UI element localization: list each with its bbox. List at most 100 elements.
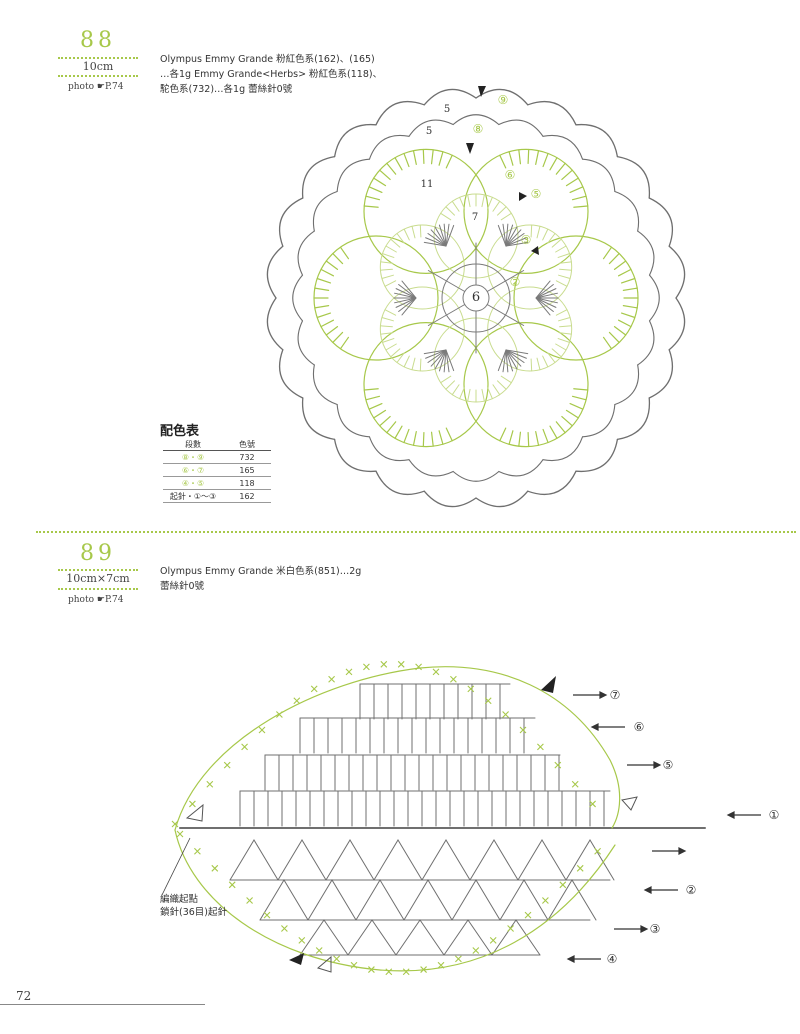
fan-stitch (395, 297, 417, 308)
fan-stitch (425, 237, 447, 247)
chain-loop (637, 320, 655, 366)
fan-stitch (549, 425, 558, 439)
fan-stitch (622, 305, 638, 309)
fan-stitch (394, 292, 417, 299)
fan-stitch (497, 349, 507, 372)
fan-stitch (467, 194, 471, 208)
lattice-chain (307, 879, 357, 921)
fan-stitch (332, 252, 344, 265)
fan-stitch (396, 352, 405, 364)
inner-petal (487, 286, 573, 372)
single-crochet-mark (537, 743, 544, 751)
fan-stitch (602, 336, 613, 350)
pattern-89-size: 10cm×7cm (66, 572, 130, 585)
single-crochet-mark (345, 668, 353, 676)
materials-line: Olympus Emmy Grande 粉紅色系(162)、(165) (160, 54, 375, 65)
fan-stitch (385, 343, 397, 351)
single-crochet-mark (293, 697, 301, 705)
fan-stitch (443, 349, 447, 373)
round-label: ③ (521, 233, 532, 247)
fan-stitch (430, 229, 447, 247)
fan-stitch (535, 284, 554, 299)
single-crochet-mark (589, 800, 596, 808)
single-crochet-mark (484, 697, 492, 705)
chain-loop (581, 403, 616, 438)
fan-stitch (395, 288, 417, 299)
chain-loop (368, 134, 410, 160)
petal-scallop (463, 322, 589, 448)
single-crochet-mark (507, 925, 514, 932)
fan-stitch (411, 357, 416, 371)
fan-stitch (617, 268, 632, 277)
fan-stitch (542, 428, 549, 444)
fan-stitch (438, 224, 447, 247)
fan-stitch (547, 352, 556, 364)
fan-stitch (381, 274, 394, 279)
fan-stitch (561, 169, 573, 181)
fan-stitch (425, 349, 447, 359)
spoke-stitch (427, 304, 466, 326)
fan-stitch (445, 349, 450, 373)
table-cell: ④・⑤ (163, 476, 223, 490)
fan-stitch (505, 349, 518, 370)
fan-stitch (384, 309, 397, 316)
chain-loop (648, 197, 673, 247)
chain-loop (527, 101, 577, 126)
stitch-count: 5 (426, 126, 432, 137)
single-crochet-mark (258, 726, 266, 734)
fan-stitch (558, 274, 571, 279)
fan-stitch (505, 349, 527, 359)
single-crochet-mark (467, 685, 475, 693)
fan-stitch (535, 150, 540, 165)
fan-stitch (613, 326, 627, 336)
pattern-88-number: 88 (80, 28, 116, 53)
table-header: 色號 (223, 438, 271, 451)
fan-stitch (396, 232, 405, 244)
fan-stitch (430, 149, 434, 165)
single-crochet-mark (519, 726, 527, 734)
single-crochet-mark (368, 966, 375, 973)
fan-stitch (571, 395, 587, 401)
fan-stitch (505, 349, 514, 372)
chain-loop (336, 403, 371, 438)
start-marker-icon (541, 676, 556, 693)
table-header: 段數 (163, 438, 223, 451)
fan-stitch (535, 431, 540, 446)
fan-stitch (505, 232, 525, 247)
divider (58, 75, 138, 77)
chain-loop (408, 119, 454, 137)
single-crochet-mark (206, 780, 214, 788)
chain-loop (279, 197, 304, 247)
single-crochet-mark (380, 660, 388, 668)
single-crochet-mark (228, 881, 236, 889)
pattern-88-photo-ref: photo ☛P.74 (68, 82, 124, 92)
fan-stitch (459, 196, 465, 209)
round-label: ⑤ (531, 187, 542, 201)
fan-stitch (443, 223, 447, 247)
chain-loop (575, 438, 619, 473)
chain-loop (452, 470, 500, 482)
row-label: ⑥ (634, 720, 645, 734)
single-crochet-mark (328, 675, 335, 683)
fan-stitch (438, 151, 444, 166)
fan-stitch (422, 148, 425, 165)
fan-stitch (390, 348, 401, 358)
fan-stitch (558, 261, 572, 264)
fan-stitch (530, 358, 533, 372)
stitch-count: 6 (472, 290, 480, 305)
lattice-chain (421, 839, 471, 881)
fan-stitch (440, 212, 452, 221)
single-crochet-mark (176, 830, 184, 838)
fan-stitch (386, 421, 397, 434)
fan-stitch (339, 336, 350, 350)
fan-stitch (411, 225, 416, 239)
single-crochet-mark (437, 961, 445, 969)
fan-stitch (622, 287, 638, 291)
lattice-chain (565, 839, 615, 881)
chain-loop (266, 245, 284, 299)
fan-stitch (551, 348, 562, 358)
single-crochet-mark (310, 685, 318, 693)
chain-loop (333, 123, 377, 158)
chain-loop (648, 274, 660, 322)
fan-stitch (617, 319, 632, 328)
